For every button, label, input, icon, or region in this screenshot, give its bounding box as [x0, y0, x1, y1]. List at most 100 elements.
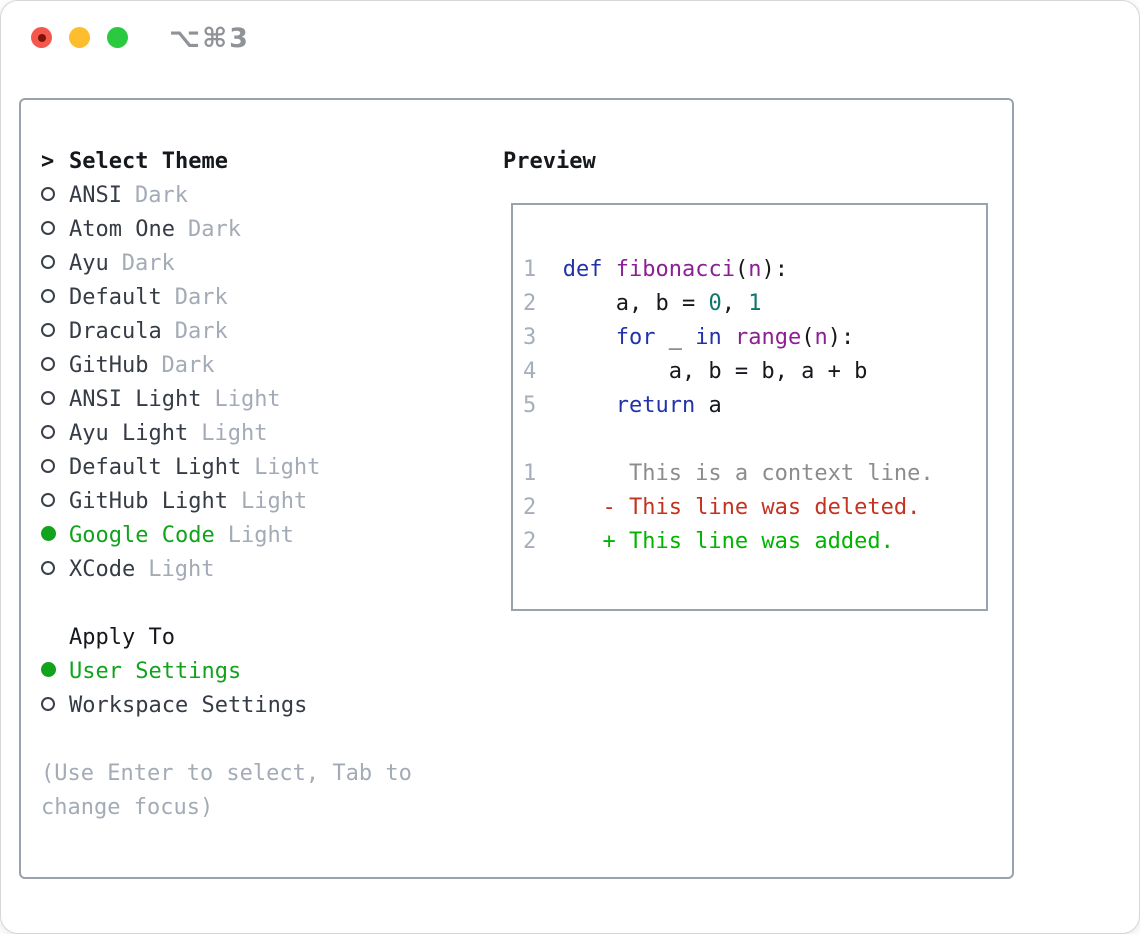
radio-icon: [41, 459, 55, 473]
radio-icon: [41, 357, 55, 371]
apply-option-user-settings[interactable]: User Settings: [41, 655, 461, 689]
theme-name: Atom One: [69, 217, 175, 242]
theme-variant-tag: Dark: [121, 251, 175, 276]
apply-to-label: Apply To: [69, 625, 175, 650]
zoom-button[interactable]: [107, 27, 128, 48]
theme-variant-tag: Dark: [174, 285, 228, 310]
code-line: 3 for _ in range(n):: [523, 321, 986, 355]
code-token: a, b =: [562, 291, 709, 316]
code-line: 2 a, b = 0, 1: [523, 287, 986, 321]
apply-to-header: Apply To: [41, 621, 461, 655]
line-number: 5: [523, 393, 537, 418]
close-button[interactable]: [31, 27, 52, 48]
radio-marker: [41, 247, 69, 281]
theme-option-google-code[interactable]: Google Code Light: [41, 519, 461, 553]
theme-option-default[interactable]: Default Dark: [41, 281, 461, 315]
radio-marker: [41, 689, 69, 723]
theme-header-label: Select Theme: [69, 149, 228, 174]
code-token: ,: [721, 291, 749, 316]
radio-marker: [41, 553, 69, 587]
theme-variant-tag: Dark: [161, 353, 215, 378]
theme-name: Ayu Light: [69, 421, 189, 446]
theme-option-xcode[interactable]: XCode Light: [41, 553, 461, 587]
code-token: 0: [708, 291, 722, 316]
theme-name: Ayu: [69, 251, 109, 276]
code-line: 1 This is a context line.: [523, 457, 986, 491]
selected-radio-icon: [41, 662, 56, 677]
radio-icon: [41, 255, 55, 269]
code-token: a, b = b, a + b: [562, 359, 868, 384]
close-dot-icon: [37, 33, 46, 42]
theme-name: Google Code: [69, 523, 215, 548]
theme-variant-tag: Light: [148, 557, 215, 582]
theme-name: ANSI: [69, 183, 122, 208]
radio-marker: [41, 383, 69, 417]
radio-icon: [41, 561, 55, 575]
theme-variant-tag: Dark: [174, 319, 228, 344]
theme-variant-tag: Dark: [134, 183, 188, 208]
radio-icon: [41, 697, 55, 711]
theme-name: Default Light: [69, 455, 242, 480]
theme-option-ansi[interactable]: ANSI Dark: [41, 179, 461, 213]
theme-option-default-light[interactable]: Default Light Light: [41, 451, 461, 485]
theme-option-ayu-light[interactable]: Ayu Light Light: [41, 417, 461, 451]
code-token: (: [734, 257, 749, 282]
theme-variant-tag: Light: [201, 421, 268, 446]
line-number: 2: [523, 529, 537, 554]
code-token: [722, 325, 735, 350]
code-token: def: [562, 257, 603, 282]
code-token: ):: [827, 325, 855, 350]
code-token: [563, 325, 616, 350]
code-token: 1: [748, 291, 762, 316]
prompt-icon: >: [41, 149, 55, 174]
window-title: ⌥⌘3: [169, 23, 250, 54]
line-number: 1: [523, 257, 537, 282]
theme-variant-tag: Light: [227, 523, 294, 548]
help-text: (Use Enter to select, Tab to change focu…: [41, 761, 412, 820]
code-token: n: [748, 257, 762, 282]
theme-name: Default: [69, 285, 162, 310]
radio-marker: [41, 519, 69, 553]
code-token: (: [801, 325, 815, 350]
radio-icon: [41, 323, 55, 337]
code-token: ):: [761, 257, 788, 282]
radio-marker: [41, 349, 69, 383]
code-token: a: [695, 393, 722, 418]
code-line: 4 a, b = b, a + b: [523, 355, 986, 389]
traffic-lights: [31, 27, 128, 48]
minimize-button[interactable]: [69, 27, 90, 48]
radio-icon: [41, 425, 55, 439]
code-line: 2 + This line was added.: [523, 525, 986, 559]
theme-variant-tag: Light: [240, 489, 308, 514]
preview-header: Preview: [503, 149, 596, 174]
line-number: 3: [523, 325, 537, 350]
code-line: 2 - This line was deleted.: [523, 491, 986, 525]
theme-option-ayu[interactable]: Ayu Dark: [41, 247, 461, 281]
radio-icon: [41, 221, 55, 235]
theme-name: ANSI Light: [69, 387, 202, 412]
apply-option-workspace-settings[interactable]: Workspace Settings: [41, 689, 461, 723]
theme-variant-tag: Light: [254, 455, 321, 480]
theme-name: XCode: [69, 557, 136, 582]
code-token: for: [615, 325, 656, 350]
radio-marker: [41, 213, 69, 247]
code-token: [563, 393, 616, 418]
radio-icon: [41, 493, 55, 507]
radio-icon: [41, 187, 55, 201]
code-token: n: [814, 325, 828, 350]
apply-name: User Settings: [69, 659, 242, 684]
line-number: 2: [523, 495, 537, 520]
